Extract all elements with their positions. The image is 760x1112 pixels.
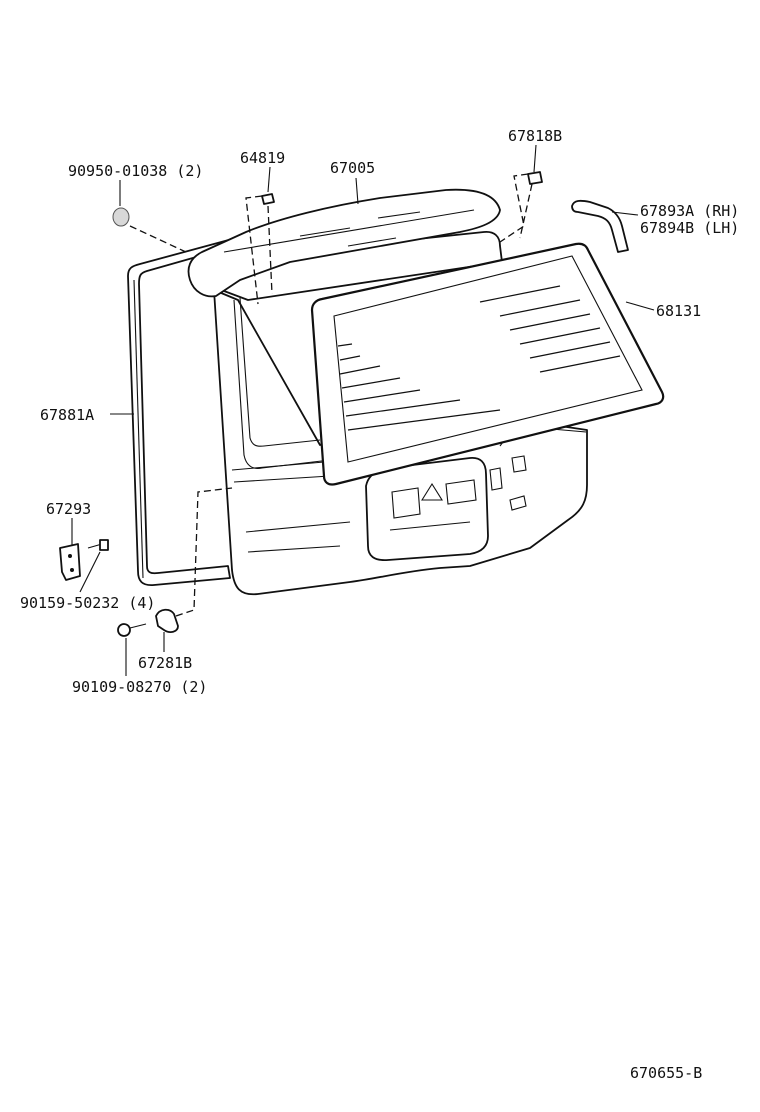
label-hinge: 67293 [46, 500, 91, 518]
label-moulding-rh: 67893A (RH) [640, 202, 739, 220]
moulding [571, 199, 629, 253]
label-bracket-left: 64819 [240, 149, 285, 167]
spoiler [187, 188, 501, 298]
defogger-lines [337, 285, 621, 431]
weatherstrip [127, 237, 243, 586]
label-weatherstrip: 67881A [40, 406, 94, 424]
diagram-id: 670655-B [630, 1064, 702, 1082]
bracket-right [499, 171, 543, 243]
label-clip: 90950-01038 (2) [68, 162, 203, 180]
stopper-bolt [117, 623, 147, 637]
label-bracket-right: 67818B [508, 127, 562, 145]
label-stopper: 67281B [138, 654, 192, 672]
clip [112, 207, 187, 253]
label-hinge-bolt: 90159-50232 (4) [20, 594, 155, 612]
label-spoiler: 67005 [330, 159, 375, 177]
label-moulding-lh: 67894B (LH) [640, 219, 739, 237]
bracket-left [245, 193, 275, 305]
rear-glass [310, 242, 665, 486]
label-glass: 68131 [656, 302, 701, 320]
leader-lines [71, 144, 655, 676]
stopper [155, 487, 233, 633]
callout-labels: 90950-01038 (2) 64819 67005 67818B 67893… [20, 127, 739, 1082]
label-stopper-bolt: 90109-08270 (2) [72, 678, 207, 696]
hinge [59, 543, 81, 581]
hinge-bolt [87, 539, 109, 551]
